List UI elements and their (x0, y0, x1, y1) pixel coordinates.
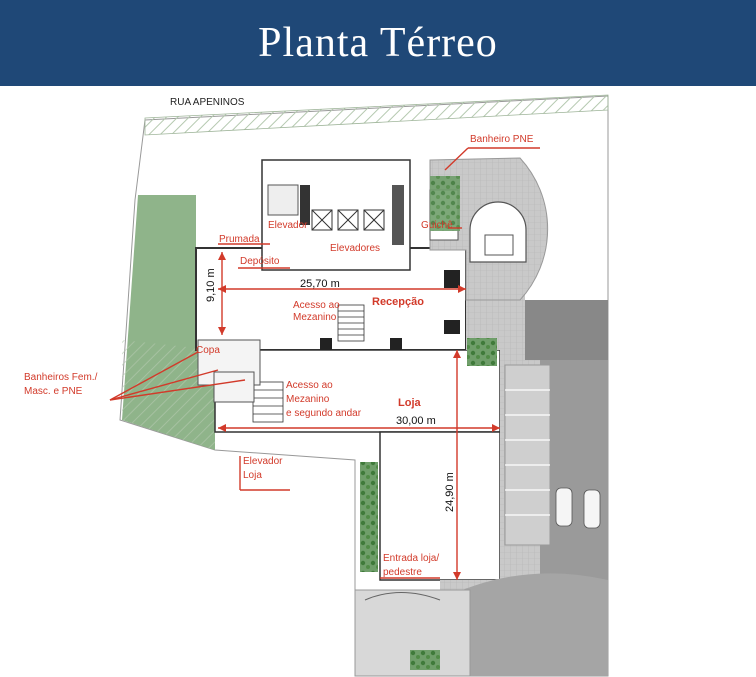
dimension-store-width: 30,00 m (396, 415, 436, 427)
label-recepcao: Recepção (372, 296, 424, 308)
label-banheiro-pne: Banheiro PNE (470, 134, 534, 145)
label-elevador-loja-line2: Loja (243, 470, 262, 481)
label-copa: Copa (196, 345, 220, 356)
page-title: Planta Térreo (258, 20, 498, 66)
dimension-store-depth: 24,90 m (444, 472, 456, 512)
dimension-reception-depth: 9,10 m (205, 268, 217, 302)
page-header: Planta Térreo (0, 0, 756, 86)
label-acesso-segundo-line2: Mezanino (286, 394, 330, 405)
label-acesso-segundo-line1: Acesso ao (286, 380, 333, 391)
label-acesso-mezanino-line1: Acesso ao (293, 300, 340, 311)
label-acesso-segundo-line3: e segundo andar (286, 408, 362, 419)
label-loja: Loja (398, 397, 421, 409)
label-elevadores: Elevadores (330, 243, 381, 254)
label-guiche: Guichê (421, 220, 453, 231)
label-elevador: Elevador (268, 220, 308, 231)
core-block (261, 159, 411, 271)
label-acesso-mezanino-line2: Mezanino (293, 312, 337, 323)
street-sidewalk (144, 94, 609, 136)
street-label: RUA APENINOS (170, 97, 245, 108)
label-deposito: Depósito (240, 256, 280, 267)
floor-plan (109, 94, 609, 677)
dimension-reception-width: 25,70 m (300, 278, 340, 290)
label-elevador-loja-line1: Elevador (243, 456, 283, 467)
store-area-lower (379, 431, 501, 581)
label-banheiros-line1: Banheiros Fem./ (24, 372, 98, 383)
label-entrada-line2: pedestre (383, 567, 422, 578)
label-banheiros-line2: Masc. e PNE (24, 386, 83, 397)
label-prumada: Prumada (219, 234, 260, 245)
label-entrada-line1: Entrada loja/ (383, 553, 440, 564)
